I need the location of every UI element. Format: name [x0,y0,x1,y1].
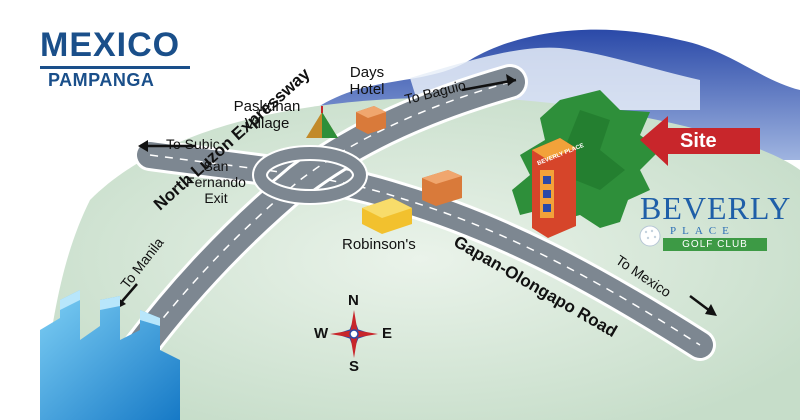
compass-west: W [314,325,329,342]
map-subtitle: PAMPANGA [48,70,155,90]
label-paskuhan-line2: Village [244,115,290,132]
compass-south: S [349,358,360,375]
label-robinsons: Robinson's [342,236,416,253]
brand-name: BEVERLY [640,190,792,226]
map-title: MEXICO [40,26,181,64]
arrow-to-baguio [461,78,517,92]
site-arrow [640,116,760,166]
label-days-hotel-line2: Hotel [349,81,385,98]
golf-ball-icon [639,225,661,247]
label-exit-line2: Fernando [186,174,246,190]
label-paskuhan-village: Paskuhan Village [232,98,302,132]
compass-east: E [382,325,393,342]
compass-north: N [348,292,359,309]
label-paskuhan-line1: Paskuhan [233,98,301,115]
city-skyline-icon [40,290,180,420]
label-exit-line1: San [203,158,229,174]
brand-place: PLACE [670,225,735,237]
label-san-fernando-exit: San Fernando Exit [180,158,252,206]
label-days-hotel: Days Hotel [346,64,388,98]
title-divider [40,66,190,69]
beverly-place-building [532,138,576,238]
site-label: Site [680,130,717,152]
compass-rose-icon [330,310,378,358]
label-days-hotel-line1: Days [349,64,385,81]
brand-golf-club: GOLF CLUB [663,238,767,251]
label-to-subic: To Subic [166,136,220,152]
label-exit-line3: Exit [204,190,228,206]
